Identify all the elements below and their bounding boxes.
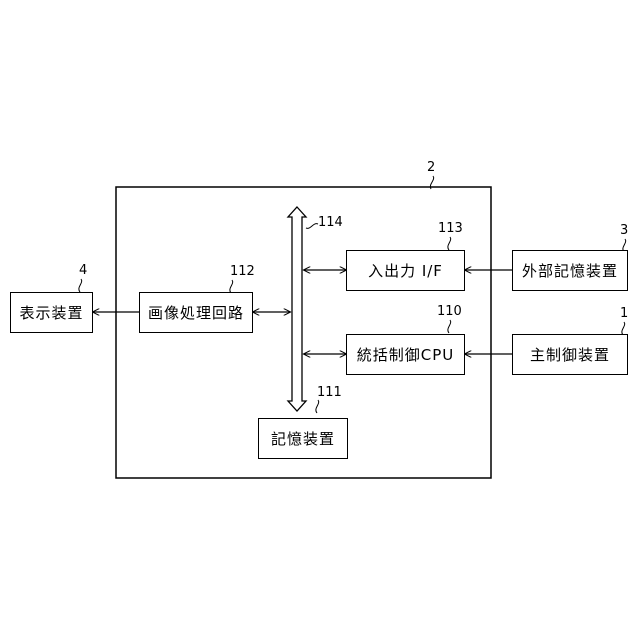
ref-storage: 111 [317,385,342,400]
main-controller-block: 主制御装置 [512,334,628,375]
cpu-block: 統括制御CPU [346,334,465,375]
ref-external-storage: 3 [620,223,628,238]
ref-system: 2 [427,160,435,175]
cpu-label: 統括制御CPU [357,344,455,365]
display-block: 表示装置 [10,292,93,333]
leader-111 [316,400,319,413]
ref-main-controller: 1 [620,306,628,321]
internal-bus [288,207,306,411]
io-interface-label: 入出力 I/F [368,260,443,281]
external-storage-label: 外部記憶装置 [522,260,618,281]
external-storage-block: 外部記憶装置 [512,250,628,291]
ref-cpu: 110 [437,304,462,319]
leader-110 [448,320,451,333]
ref-display: 4 [79,263,87,278]
image-processing-block: 画像処理回路 [139,292,253,333]
ref-bus: 114 [318,215,343,230]
io-interface-block: 入出力 I/F [346,250,465,291]
leader-114 [306,224,318,229]
storage-block: 記憶装置 [258,418,348,459]
image-processing-label: 画像処理回路 [148,302,244,323]
leader-4 [79,279,82,292]
ref-image-processing: 112 [230,264,255,279]
main-controller-label: 主制御装置 [530,344,610,365]
display-label: 表示装置 [19,302,83,323]
leader-113 [448,237,451,250]
ref-io-interface: 113 [438,221,463,236]
storage-label: 記憶装置 [271,428,335,449]
